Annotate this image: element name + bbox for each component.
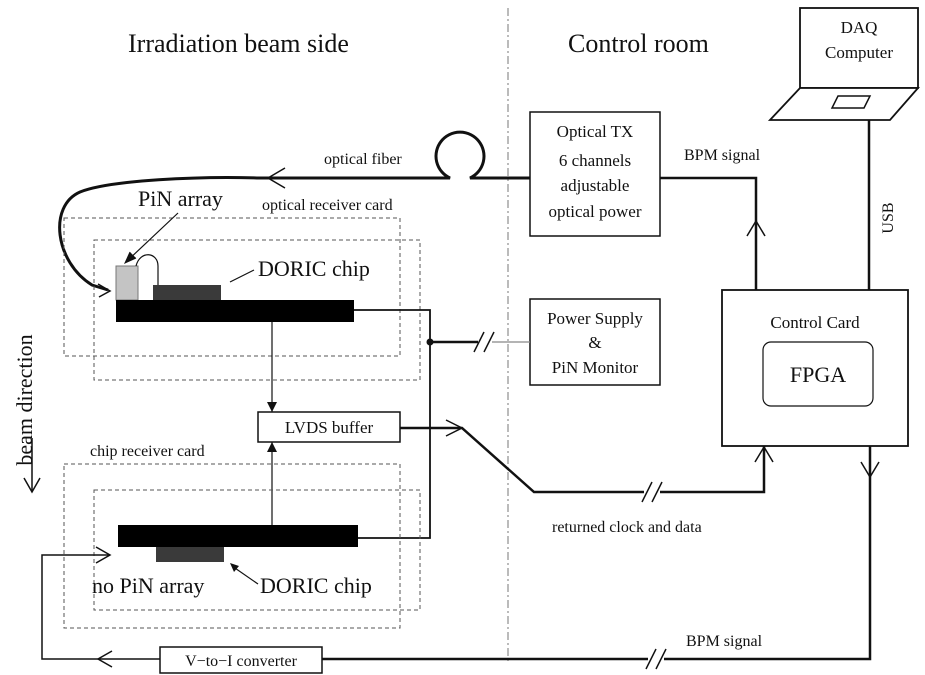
beam-direction-label: beam direction [12,334,37,465]
bpm-signal-top-arrow [746,219,766,237]
optical-to-lvds-arrow [267,322,277,412]
lvds-buffer-label: LVDS buffer [285,418,374,437]
bpm-signal-bottom-line [41,446,880,670]
v-to-i-converter-label: V−to−I converter [185,653,297,670]
doric-chip-top [153,285,221,300]
power-cable [354,309,530,539]
bpm-signal-top-line [660,176,758,290]
v-to-i-converter-box [159,646,323,674]
power-supply-line-3: PiN Monitor [552,358,639,377]
optical-tx-box [529,111,661,237]
fpga-label: FPGA [790,362,846,387]
fpga-box [762,341,874,407]
chip-receiver-card-label: chip receiver card [90,443,205,460]
optical-receiver-card-outline [63,217,401,357]
optical-receiver-card-label: optical receiver card [262,197,393,214]
daq-computer-label-1: DAQ [841,18,878,37]
optical-receiver-pcb [116,300,354,322]
power-supply-line-2: & [588,333,601,352]
daq-computer-label-2: Computer [825,43,893,62]
returned-clock-data-line [400,419,774,503]
power-supply-line-1: Power Supply [547,309,643,328]
optical-fiber-label: optical fiber [324,151,402,168]
optical-tx-line-2: 6 channels [559,151,631,170]
left-section-title: Irradiation beam side [128,29,349,58]
pin-wire-bond [135,254,159,286]
usb-label: USB [880,202,897,233]
control-card-label: Control Card [770,313,860,332]
doric-chip-bottom-pointer-head [230,563,239,572]
optical-tx-line-4: optical power [549,202,642,221]
chip-receiver-card-outline [63,463,401,629]
pin-array-pointer-head [123,251,137,265]
returned-clock-label: returned clock and data [552,519,702,536]
bpm-signal-bottom-label: BPM signal [686,633,763,650]
optical-tx-line-3: adjustable [561,176,630,195]
doric-chip-bottom-label: DORIC chip [260,573,372,598]
chip-to-lvds-arrow [267,442,277,525]
pin-array-label: PiN array [138,186,223,211]
daq-computer-icon [767,7,920,121]
pin-array [115,265,139,301]
bpm-signal-top-label: BPM signal [684,147,761,164]
chip-receiver-card-inner-outline [93,489,421,611]
pin-array-pointer [125,212,179,263]
chip-receiver-pcb [118,525,358,547]
doric-chip-top-label: DORIC chip [258,256,370,281]
doric-chip-bottom [156,547,224,562]
optical-tx-line-1: Optical TX [557,122,634,141]
doric-chip-top-pointer [229,269,255,283]
right-section-title: Control room [568,29,709,58]
optical-fiber [58,130,530,298]
no-pin-array-label: no PiN array [92,573,204,598]
beam-direction-arrow [23,438,41,494]
